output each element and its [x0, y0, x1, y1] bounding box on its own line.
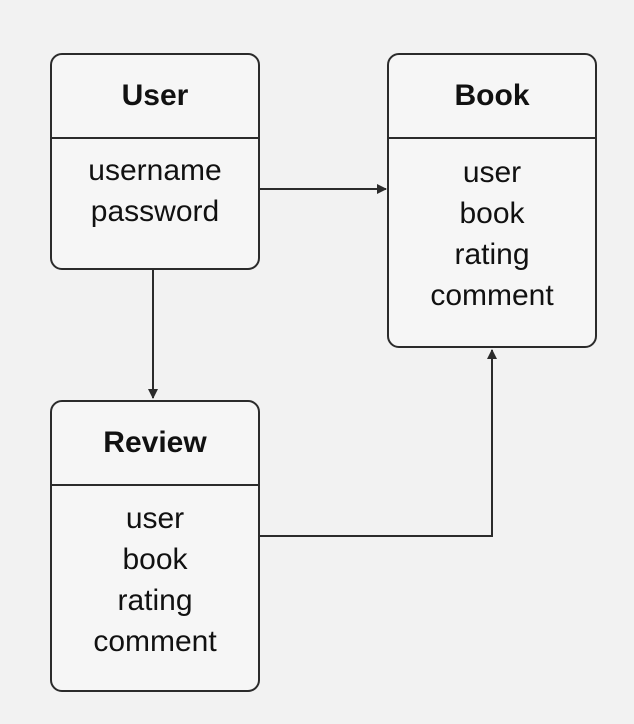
review-entity: Review user book rating comment: [50, 400, 260, 692]
book-field-user: user: [462, 156, 522, 189]
book-field-rating: rating: [454, 238, 530, 271]
user-entity-header: User: [52, 55, 258, 139]
book-field-comment: comment: [430, 279, 554, 312]
user-entity-title: User: [121, 79, 189, 112]
user-field-username: username: [88, 154, 222, 187]
book-field-book: book: [459, 197, 525, 230]
book-entity: Book user book rating comment: [387, 53, 597, 348]
user-field-password: password: [90, 195, 220, 228]
user-entity-fields: username password: [52, 139, 258, 268]
review-field-rating: rating: [117, 584, 193, 617]
user-entity: User username password: [50, 53, 260, 270]
connector-review-to-book: [260, 349, 497, 537]
review-entity-header: Review: [52, 402, 258, 486]
review-field-comment: comment: [93, 625, 217, 658]
review-entity-fields: user book rating comment: [52, 486, 258, 690]
review-field-user: user: [125, 502, 185, 535]
review-field-book: book: [122, 543, 188, 576]
book-entity-header: Book: [389, 55, 595, 139]
book-entity-title: Book: [454, 79, 530, 112]
review-entity-title: Review: [103, 426, 207, 459]
book-entity-fields: user book rating comment: [389, 139, 595, 346]
